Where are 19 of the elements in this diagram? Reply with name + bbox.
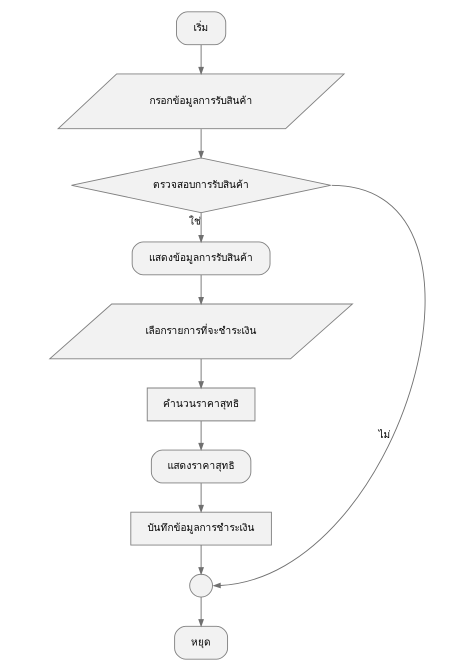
arrow [198, 128, 204, 160]
node-box: แสดงราคาสุทธิ [150, 450, 251, 484]
arrow [198, 274, 204, 306]
arrow [198, 212, 204, 244]
arrow [198, 596, 204, 628]
arrow [198, 358, 204, 390]
arrow [198, 544, 204, 576]
arrow [198, 44, 204, 76]
arrow [198, 420, 204, 452]
node-box: บันทึกข้อมูลการชำระเงิน [130, 512, 272, 546]
node-diamond: ตรวจสอบการรับสินค้า [70, 157, 331, 214]
edge-label: ไม่ [378, 430, 390, 442]
node-circle [188, 574, 212, 598]
node-box: คำนวนราคาสุทธิ [146, 388, 255, 422]
node-box: หยุด [174, 626, 228, 660]
node-box: เริ่ม [176, 11, 226, 46]
arrow [198, 482, 204, 514]
node-box: แสดงข้อมูลการรับสินค้า [131, 241, 270, 276]
edge-label: ใช่ [188, 216, 201, 228]
